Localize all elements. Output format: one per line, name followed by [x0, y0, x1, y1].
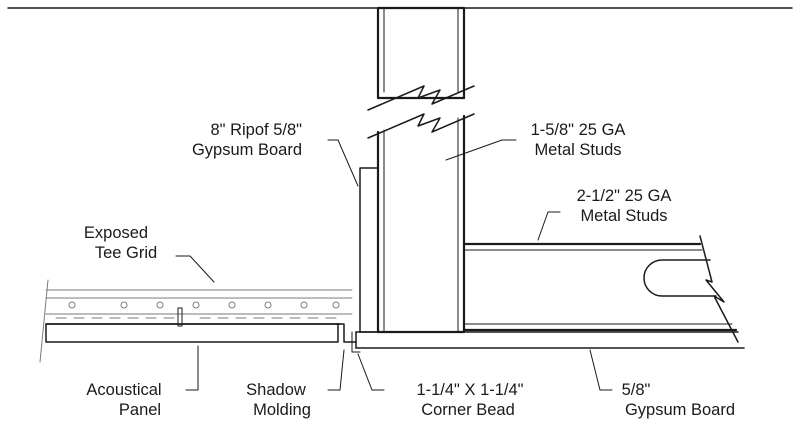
label-corner-bead-line1: 1-1/4" X 1-1/4" — [416, 381, 523, 399]
grid-clip — [177, 307, 183, 327]
label-studs-158-line2: Metal Studs — [534, 141, 621, 159]
leader-lines — [175, 139, 613, 391]
leader-studs-158 — [445, 139, 517, 161]
break-line-upper — [367, 85, 475, 111]
label-tee-grid-line1: Exposed — [84, 224, 148, 242]
label-ripof-line1: 8" Ripof 5/8" — [210, 121, 302, 139]
ceiling-grid-assembly — [39, 279, 357, 363]
grid-edge-left — [39, 279, 49, 363]
label-ripof-line2: Gypsum Board — [192, 141, 302, 159]
leader-corner-bead — [357, 353, 385, 391]
label-acoustical-line1: Acoustical — [86, 381, 161, 399]
leader-shadow — [327, 349, 345, 391]
label-shadow-line2: Molding — [253, 401, 311, 419]
acoustical-panel — [45, 323, 339, 343]
corner-bead — [351, 331, 361, 353]
horizontal-stud — [462, 235, 739, 343]
vertical-stud — [367, 6, 475, 334]
label-shadow-line1: Shadow — [246, 381, 306, 399]
break-line-lower — [367, 113, 475, 139]
label-tee-grid-line2: Tee Grid — [95, 244, 157, 262]
gypsum-board — [351, 331, 745, 353]
stud-break-line — [699, 235, 739, 343]
leader-gypsum — [589, 349, 613, 391]
label-gypsum-line2: Gypsum Board — [625, 401, 735, 419]
leader-tee-grid — [175, 255, 215, 283]
grid-holes — [68, 301, 340, 309]
label-acoustical-line2: Panel — [119, 401, 161, 419]
ripof-gypsum-board — [359, 167, 379, 333]
shadow-molding — [335, 323, 357, 343]
vertical-stud-upper — [376, 6, 466, 100]
label-studs-212-line2: Metal Studs — [580, 207, 667, 225]
leader-acoustical — [185, 345, 199, 391]
vertical-stud-lower — [376, 114, 466, 334]
label-studs-158-line1: 1-5/8" 25 GA — [531, 121, 626, 139]
label-gypsum-line1: 5/8" — [622, 381, 651, 399]
label-corner-bead-line2: Corner Bead — [421, 401, 515, 419]
label-studs-212-line1: 2-1/2" 25 GA — [577, 187, 672, 205]
stud-knockout-slot — [643, 259, 717, 297]
labels: 8" Ripof 5/8" Gypsum Board 1-5/8" 25 GA … — [84, 121, 735, 419]
leader-studs-212 — [537, 211, 561, 241]
leader-ripof — [327, 139, 359, 187]
ripof-board-outline — [359, 167, 379, 333]
